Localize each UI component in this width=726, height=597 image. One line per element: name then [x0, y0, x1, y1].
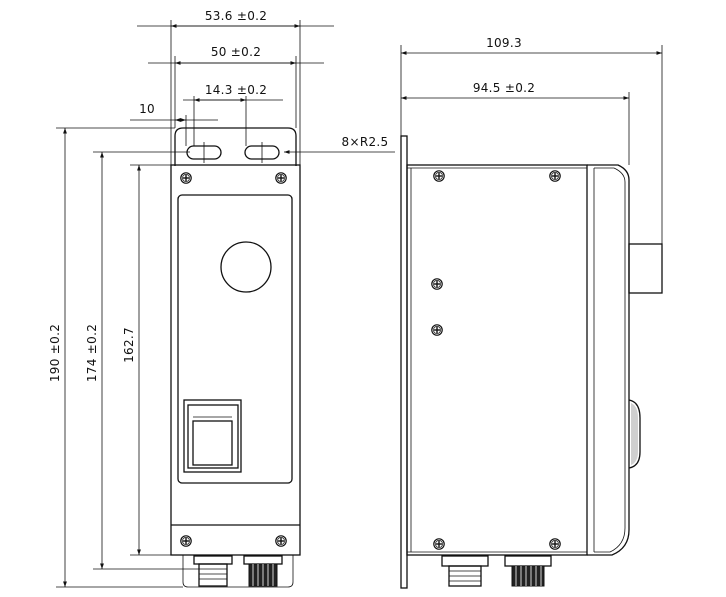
side-mounting-plate — [400, 135, 408, 589]
screw-icon — [433, 170, 445, 182]
side-cover-profile — [587, 164, 630, 556]
front-cover-plate — [177, 194, 293, 484]
screw-icon — [433, 538, 445, 550]
side-cable-gland-right — [504, 555, 552, 587]
screw-icon — [275, 172, 287, 184]
front-enclosure — [170, 164, 301, 556]
callout-slot-radius: 8×R2.5 — [342, 135, 389, 149]
dim-overall-depth: 109.3 — [486, 36, 522, 50]
side-cable-gland-left — [441, 555, 489, 587]
screw-icon — [549, 538, 561, 550]
screw-icon — [431, 324, 443, 336]
dim-hole-center-height: 174 ±0.2 — [85, 324, 99, 382]
screw-icon — [275, 535, 287, 547]
side-enclosure — [406, 164, 588, 556]
screw-icon — [180, 172, 192, 184]
dim-overall-width: 53.6 ±0.2 — [205, 9, 267, 23]
side-view: 109.3 94.5 ±0.2 — [400, 36, 663, 589]
dim-enclosure-height: 162.7 — [122, 327, 136, 363]
side-button-protrusion — [628, 243, 663, 294]
dim-hole-spacing: 50 ±0.2 — [211, 45, 261, 59]
front-switch-frame — [183, 399, 242, 473]
screw-icon — [180, 535, 192, 547]
dim-slot-offset: 10 — [139, 102, 155, 116]
front-view: 53.6 ±0.2 50 ±0.2 14.3 ±0.2 10 8×R2.5 19… — [48, 9, 395, 588]
front-cable-gland-right — [243, 555, 283, 587]
mounting-flange — [174, 127, 297, 166]
front-switch-outer — [187, 404, 239, 469]
dim-body-depth: 94.5 ±0.2 — [473, 81, 535, 95]
front-round-window — [220, 241, 272, 293]
front-switch-rocker — [192, 420, 233, 466]
dim-overall-height: 190 ±0.2 — [48, 324, 62, 382]
side-switch-protrusion — [628, 399, 641, 469]
screw-icon — [549, 170, 561, 182]
front-cable-gland-left — [193, 555, 233, 587]
screw-icon — [431, 278, 443, 290]
dim-slot-spacing: 14.3 ±0.2 — [205, 83, 267, 97]
